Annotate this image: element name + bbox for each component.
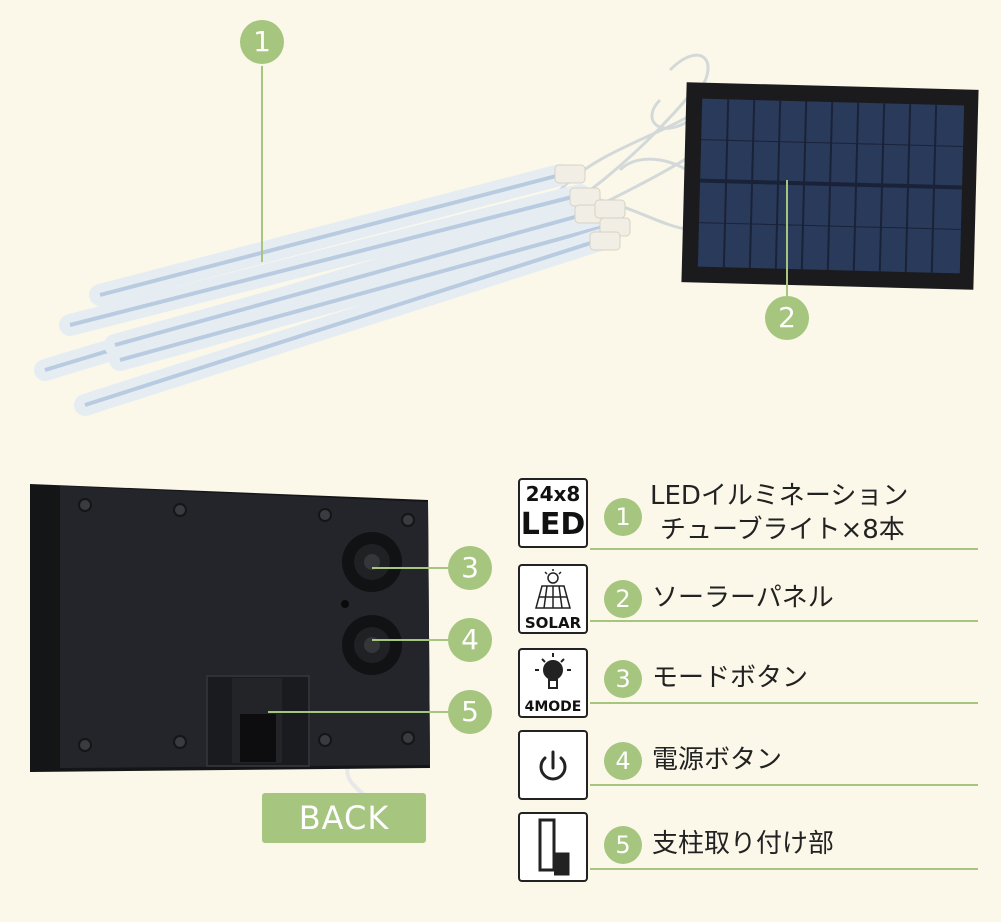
icon-text-24x8: 24x8 (525, 482, 581, 506)
legend-1-badge: 1 (604, 498, 642, 536)
callout-5-badge: 5 (448, 690, 492, 734)
led-tube (59, 184, 591, 336)
mode-button (342, 532, 402, 592)
legend-4-underline (590, 784, 978, 786)
led-tube (104, 199, 611, 356)
legend-3-underline (590, 702, 978, 704)
icon-text-4mode: 4MODE (524, 699, 582, 715)
led-tube (109, 214, 621, 371)
legend-1-line1: LEDイルミネーション (650, 481, 909, 511)
legend-3-badge: 3 (604, 660, 642, 698)
callout-3-badge: 3 (448, 546, 492, 590)
legend-1-underline (590, 548, 978, 550)
callout-1-badge: 1 (240, 20, 284, 64)
bulb-mode-icon: 4MODE (518, 648, 588, 718)
tube-connectors (554, 164, 631, 251)
legend-5-badge: 5 (604, 826, 642, 864)
icon-text-led: LED (520, 507, 586, 542)
legend-1-line2: チューブライト×8本 (660, 515, 905, 545)
callout-2-badge: 2 (765, 296, 809, 340)
legend-5-line1: 支柱取り付け部 (652, 829, 835, 859)
back-label: BACK (262, 793, 426, 843)
led-24x8-icon: 24x8 LED (518, 478, 588, 548)
solar-panel (681, 82, 979, 290)
callout-4-badge: 4 (448, 618, 492, 662)
screw (78, 498, 415, 752)
panel-back-photo (30, 484, 448, 800)
power-button (342, 615, 402, 675)
legend-3-line1: モードボタン (652, 663, 809, 693)
product-photo (34, 53, 979, 416)
solar-panel-icon: SOLAR (518, 564, 588, 634)
led-tubes (34, 164, 621, 416)
pole-mount (206, 675, 310, 767)
legend-5-underline (590, 868, 978, 870)
led-tube (89, 164, 571, 306)
legend-2-underline (590, 620, 978, 622)
legend-2-line1: ソーラーパネル (652, 583, 834, 613)
legend-4-badge: 4 (604, 742, 642, 780)
led-tube (74, 229, 611, 416)
power-icon (518, 730, 588, 800)
legend-2-badge: 2 (604, 580, 642, 618)
legend-4-line1: 電源ボタン (652, 745, 783, 775)
pole-mount-icon (518, 812, 588, 882)
icon-text-solar: SOLAR (524, 614, 582, 632)
